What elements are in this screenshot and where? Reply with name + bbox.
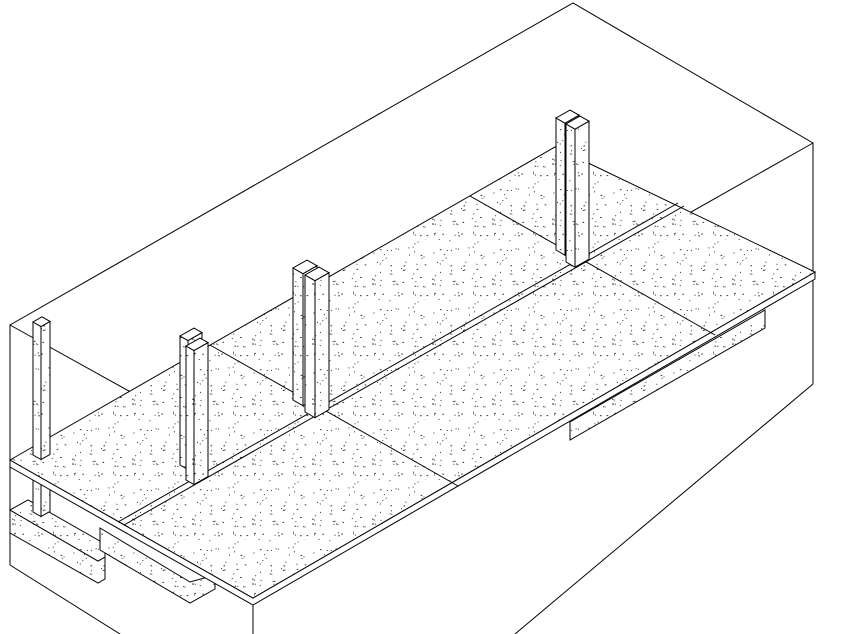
beam-right (569, 309, 766, 441)
column-3-back-top (291, 259, 319, 275)
columns (31, 109, 591, 486)
column-4-back-top (554, 109, 581, 124)
column-4-front-left-face (565, 123, 576, 268)
column-1-left-face (32, 321, 42, 461)
column-4-front-top (564, 115, 591, 130)
column-1-right-face (40, 320, 51, 461)
beam-front (99, 527, 216, 604)
below-slab-elements (8, 309, 766, 604)
floor-slab[interactable] (8, 146, 817, 606)
column-3-front-left-face (304, 274, 316, 419)
column-3-front-right-face (314, 271, 330, 419)
column-3-front-top (303, 266, 331, 282)
column-3-back-left-face (292, 267, 304, 407)
column-2-front-right-face (193, 341, 209, 486)
column-2-back-top (178, 327, 204, 342)
column-4-front-right-face (574, 120, 590, 268)
column-4-back-left-face (555, 117, 566, 256)
column-2-front-left-face (185, 345, 195, 486)
column-1-top (31, 316, 52, 328)
column-2-front-top (184, 337, 210, 352)
